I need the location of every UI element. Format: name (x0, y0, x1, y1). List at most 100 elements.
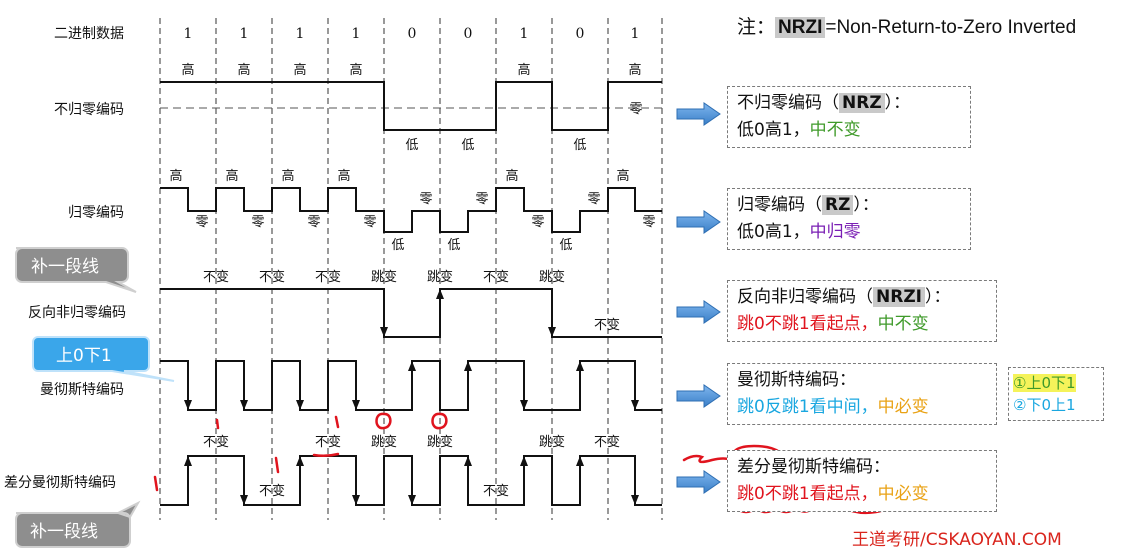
nrzi-transition-labels: 不变 不变 不变 跳变 跳变 不变 跳变 不变 (203, 269, 620, 333)
bit-value: 1 (184, 26, 193, 42)
no-change-label: 不变 (259, 269, 285, 285)
manchester-arrows (184, 361, 639, 410)
down-arrowhead (548, 327, 556, 337)
low-label: 低 (391, 238, 404, 253)
no-change-label: 不变 (203, 269, 229, 285)
box-rule: 低0高1，中归零 (737, 222, 861, 242)
no-change-label: 不变 (594, 317, 620, 333)
manchester-box: 曼彻斯特编码： 跳0反跳1看中间，中必变 (727, 363, 997, 425)
note-prefix: 注： (737, 17, 776, 38)
no-change-label: 不变 (315, 434, 341, 450)
change-label: 跳变 (371, 269, 397, 285)
nrzi-box: 反向非归零编码（NRZI）： 跳0不跳1看起点，中不变 (727, 280, 997, 342)
zero-label: 零 (307, 215, 320, 230)
diff-manchester-arrows (184, 456, 639, 505)
box-title: 差分曼彻斯特编码： (737, 457, 890, 477)
red-underline-mark (312, 452, 340, 458)
bit-value: 1 (240, 26, 249, 42)
down-arrowhead (352, 495, 360, 505)
no-change-label: 不变 (315, 269, 341, 285)
high-label: 高 (349, 62, 362, 78)
right-arrow-icon (676, 300, 721, 324)
red-circle-mark (431, 412, 448, 430)
down-arrowhead (184, 400, 192, 410)
nrzi-edge-arrows (380, 289, 556, 337)
red-circle-mark (375, 412, 392, 430)
rz-level-labels: 高 高 高 高 高 高 零 零 零 零 零 零 零 零 零 低 低 低 (169, 168, 655, 253)
callout-extra-line-top: 补一段线 (15, 247, 137, 293)
rz-waveform (160, 187, 662, 233)
bit-value: 1 (631, 26, 640, 42)
no-change-label: 不变 (483, 269, 509, 285)
red-tick-mark (274, 456, 280, 474)
callout-up0-down1: 上0下1 (32, 336, 175, 382)
option-down0-up1: ②下0上1 (1013, 396, 1076, 414)
zero-label: 零 (475, 192, 488, 207)
box-rule: 跳0不跳1看起点，中必变 (737, 484, 929, 504)
bit-value: 1 (520, 26, 529, 42)
up-arrowhead (464, 361, 472, 371)
up-arrowhead (520, 456, 528, 466)
down-arrowhead (408, 495, 416, 505)
high-label: 高 (505, 168, 518, 184)
option-up0-down1: ①上0下1 (1013, 374, 1076, 392)
note-tag: NRZI (775, 17, 826, 38)
row-label-rz: 归零编码 (68, 204, 124, 221)
high-label: 高 (337, 168, 350, 184)
down-arrowhead (240, 400, 248, 410)
down-arrowhead (352, 400, 360, 410)
nrzi-waveform (160, 288, 662, 338)
box-title: 不归零编码（NRZ）： (737, 93, 911, 113)
high-label: 高 (181, 62, 194, 78)
bit-value: 0 (408, 26, 417, 42)
zero-label: 零 (642, 215, 655, 230)
manchester-waveform (160, 360, 662, 411)
change-label: 跳变 (427, 434, 453, 450)
down-arrowhead (380, 327, 388, 337)
nrz-box: 不归零编码（NRZ）： 低0高1，中不变 (727, 86, 971, 148)
bit-values: 1 1 1 1 0 0 1 0 1 (184, 26, 640, 42)
change-label: 跳变 (539, 434, 565, 450)
up-arrowhead (464, 456, 472, 466)
red-tick-mark (334, 415, 340, 429)
down-arrowhead (631, 495, 639, 505)
callout-extra-line-bottom: 补一段线 (15, 500, 141, 548)
low-label: 低 (559, 238, 572, 253)
callout-bubble (15, 247, 137, 293)
bit-value: 1 (296, 26, 305, 42)
zero-label: 零 (251, 215, 264, 230)
up-arrowhead (436, 289, 444, 299)
no-change-label: 不变 (483, 483, 509, 499)
callout-text: 补一段线 (30, 522, 98, 542)
clock-gridlines (159, 18, 663, 520)
no-change-label: 不变 (203, 434, 229, 450)
right-arrow-icon (676, 470, 721, 494)
down-arrowhead (240, 495, 248, 505)
red-tick-mark (215, 418, 220, 430)
right-arrow-icon (676, 102, 721, 126)
box-title: 反向非归零编码（NRZI）： (737, 287, 951, 307)
down-arrowhead (296, 400, 304, 410)
box-title: 曼彻斯特编码： (737, 370, 856, 390)
right-arrow-icon (676, 384, 721, 408)
high-label: 高 (517, 62, 530, 78)
manchester-options: ①上0下1 ②下0上1 (1008, 367, 1104, 421)
note-text: =Non-Return-to-Zero Inverted (825, 17, 1077, 38)
up-arrowhead (576, 361, 584, 371)
up-arrowhead (296, 456, 304, 466)
zero-label: 零 (419, 192, 432, 207)
red-tick-mark (153, 475, 159, 492)
callout-bubble (15, 500, 141, 548)
high-label: 高 (616, 168, 629, 184)
callout-text: 补一段线 (31, 257, 99, 277)
down-arrowhead (520, 400, 528, 410)
note: 注：NRZI=Non-Return-to-Zero Inverted (737, 12, 1117, 39)
high-label: 高 (628, 62, 641, 78)
no-change-label: 不变 (259, 483, 285, 499)
no-change-label: 不变 (594, 434, 620, 450)
bit-value: 1 (352, 26, 361, 42)
row-label-nrz: 不归零编码 (54, 101, 124, 118)
row-label-manchester: 曼彻斯特编码 (40, 382, 124, 398)
up-arrowhead (408, 361, 416, 371)
